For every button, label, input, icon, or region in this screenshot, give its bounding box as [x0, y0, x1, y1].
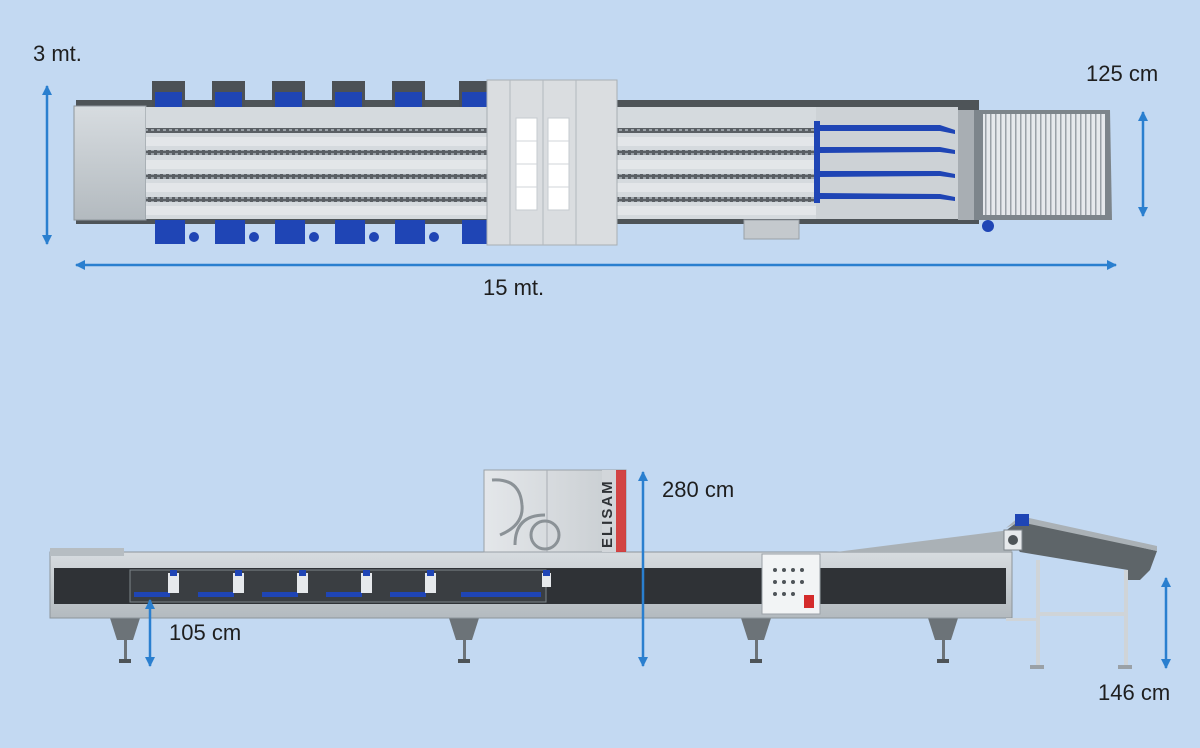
side-cabinet: ELISAM [483, 469, 627, 553]
side-dimension-arrows [145, 471, 1171, 669]
label-side-work-height: 105 cm [169, 620, 242, 645]
top-chain-lanes [146, 128, 816, 215]
top-view [73, 79, 1112, 246]
top-motor-units-lower [155, 220, 488, 244]
top-central-cabinet [486, 79, 618, 246]
label-top-length: 15 mt. [483, 275, 545, 300]
top-dimension-arrows [42, 85, 1148, 270]
side-blue-gates [134, 570, 551, 597]
side-exit-conveyor [836, 514, 1157, 669]
top-blue-guides [814, 107, 958, 219]
top-control-box [743, 219, 800, 240]
brand-logo: ELISAM [599, 479, 616, 548]
side-control-panel [761, 553, 821, 615]
label-top-exit-width: 125 cm [1086, 61, 1159, 86]
label-side-exit-height: 146 cm [1098, 680, 1171, 705]
side-sorting-section [129, 569, 547, 603]
top-motor-units-upper [152, 81, 489, 107]
side-left-lip [50, 548, 124, 556]
side-legs [110, 618, 958, 663]
top-exit-conveyor [958, 110, 1112, 232]
top-left-cover [73, 105, 147, 221]
label-top-height: 3 mt. [33, 41, 82, 66]
side-view: ELISAM [49, 469, 1157, 669]
label-side-height: 280 cm [662, 477, 735, 502]
